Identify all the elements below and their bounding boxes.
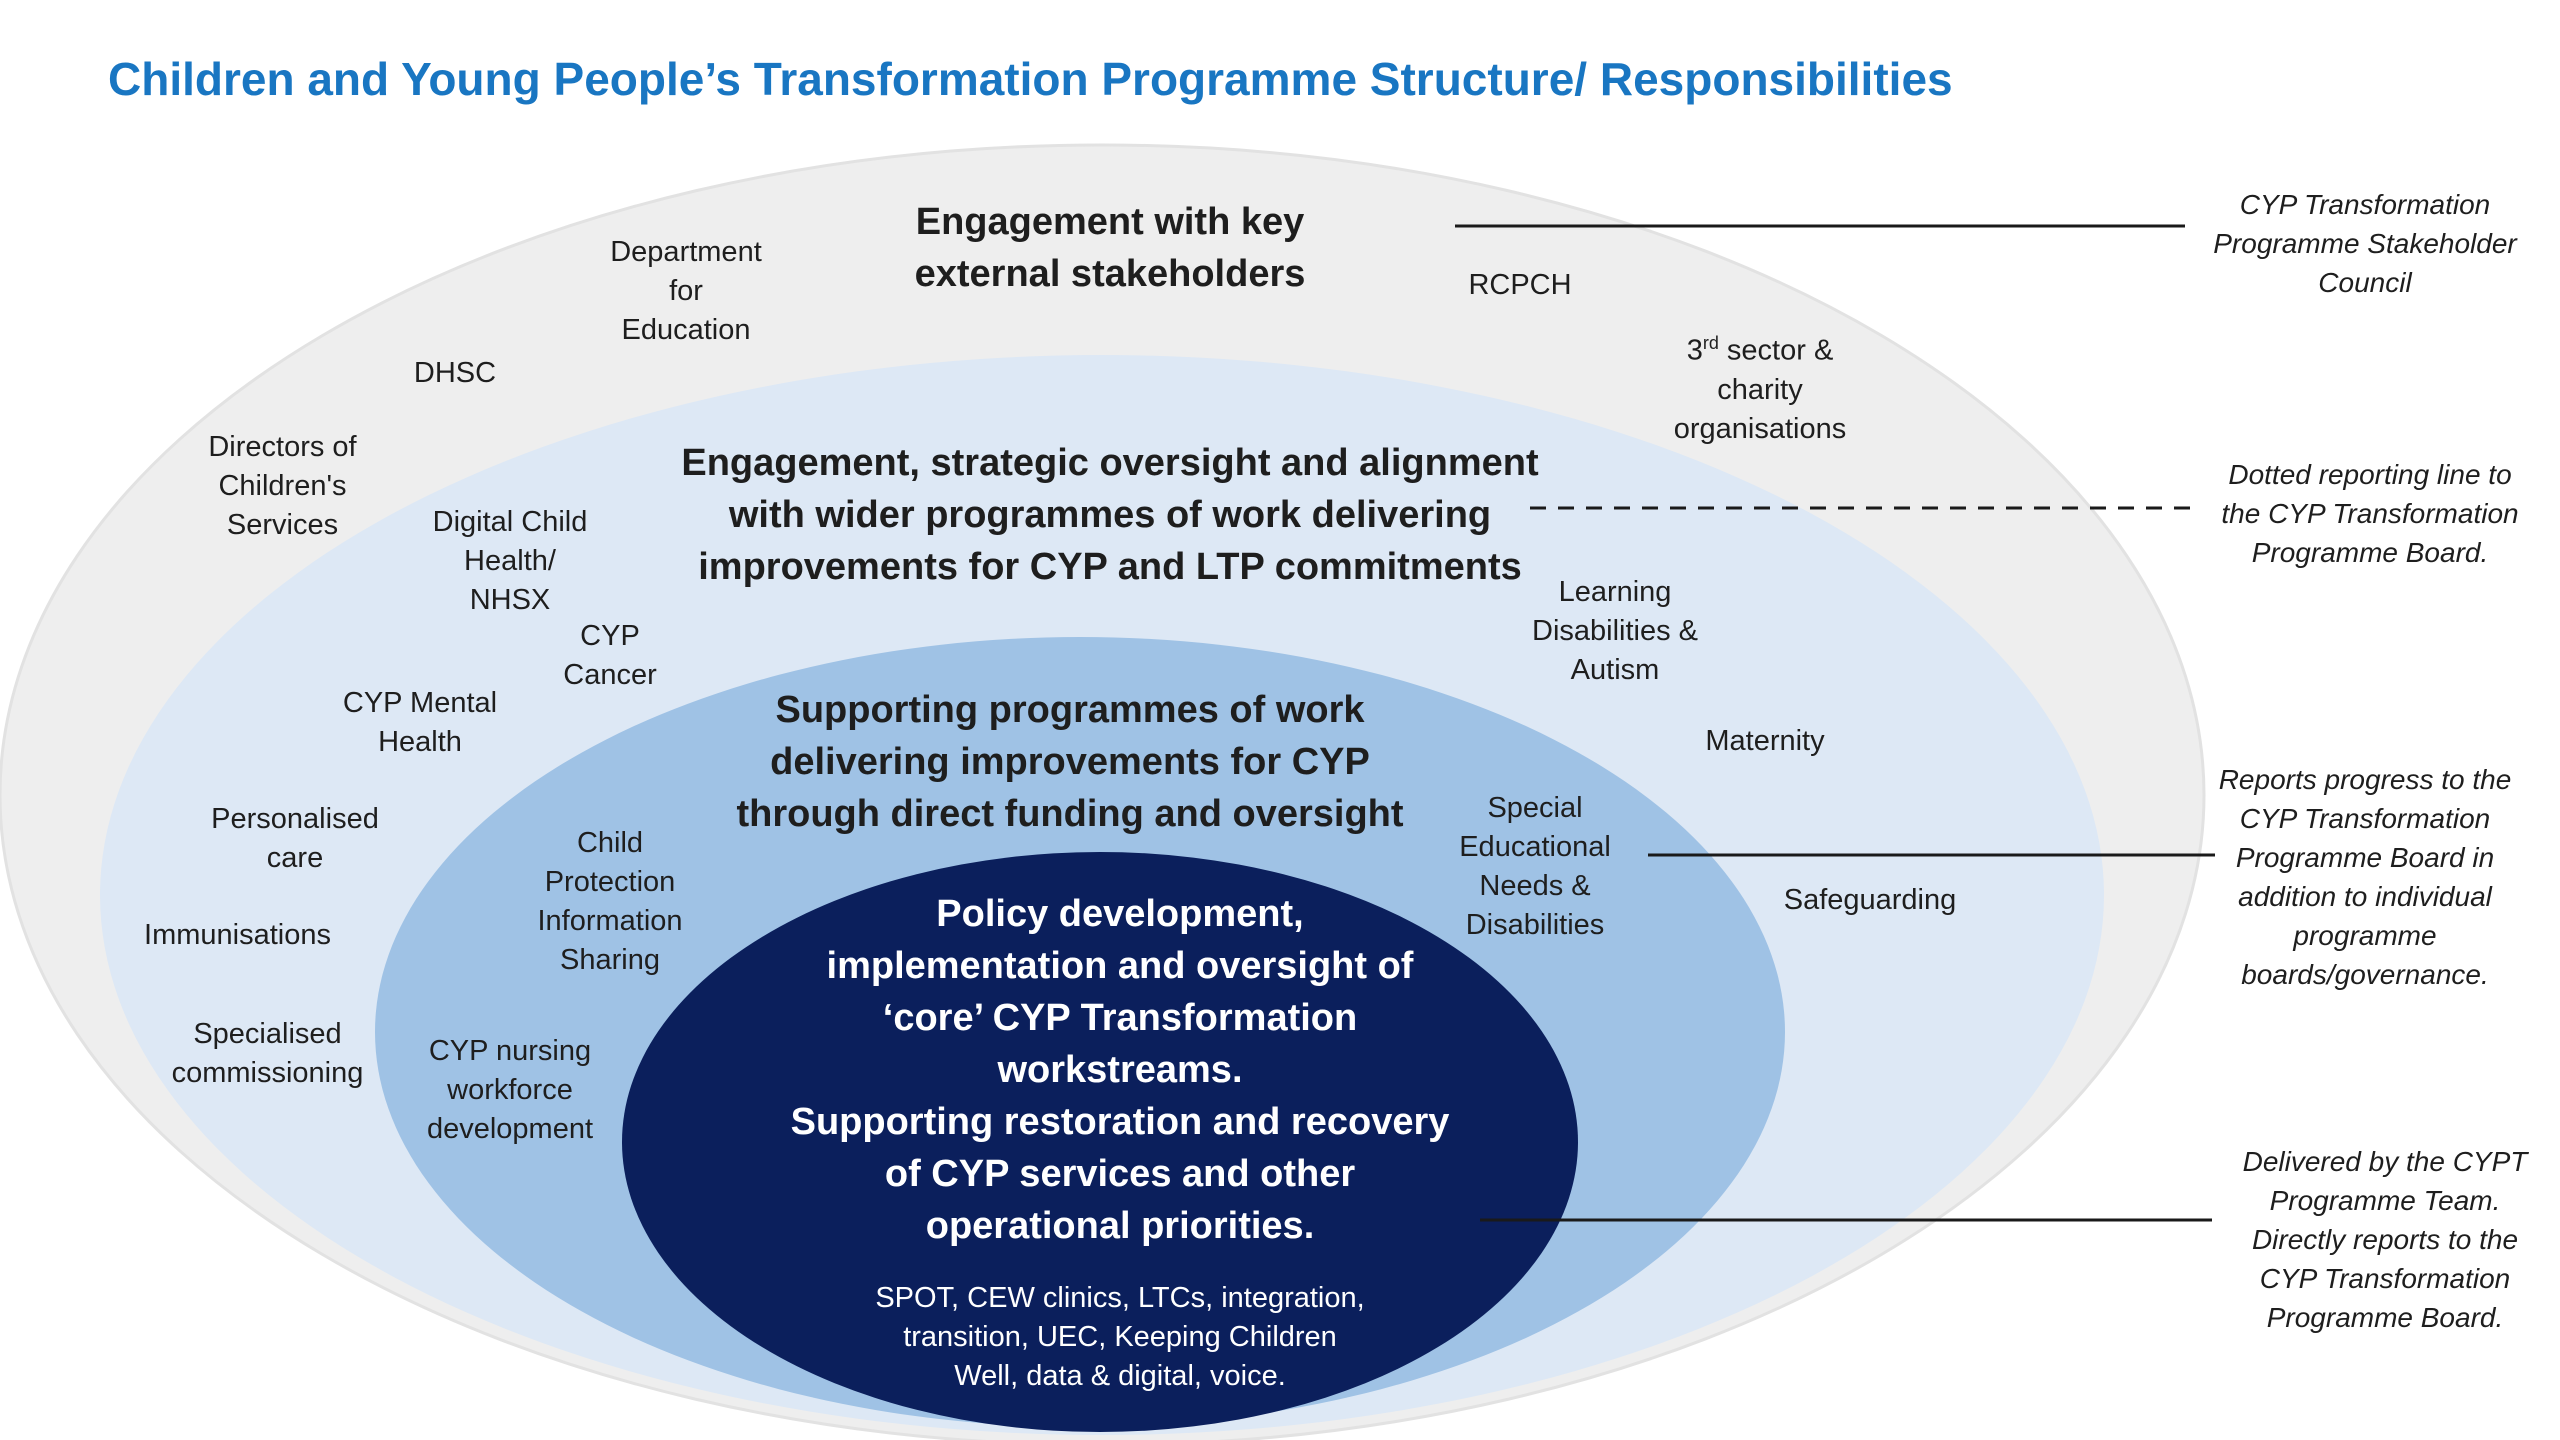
third-sector-rest: sector & charity organisations [1673,334,1847,445]
programme-send: Special Educational Needs & Disabilities [1459,792,1611,941]
third-sector-superscript: rd [1702,333,1719,353]
note-reports-progress: Reports progress to the CYP Transformati… [2218,764,2512,990]
programme-child-protection: Child Protection Information Sharing [537,827,683,976]
programme-ld-autism: Learning Disabilities & Autism [1532,576,1698,686]
programme-digital-child-health: Digital Child Health/ NHSX [432,506,588,616]
stakeholder-rcpch: RCPCH [1468,269,1572,301]
note-delivered-by: Delivered by the CYPT Programme Team. Di… [2242,1146,2528,1333]
core-ring [622,852,1578,1432]
programme-cyp-cancer: CYP Cancer [563,620,657,691]
third-sector-prefix: 3 [1686,334,1703,367]
programme-cyp-mental-health: CYP Mental Health [342,687,498,758]
stakeholder-personalised: Personalised care [211,803,379,874]
third-ring-heading: Supporting programmes of work delivering… [736,689,1404,835]
note-dotted-reporting-line: Dotted reporting line to the CYP Transfo… [2221,459,2519,568]
stakeholder-dcs: Directors of Children's Services [208,431,357,541]
note-stakeholder-council: CYP Transformation Programme Stakeholder… [2213,189,2517,298]
stakeholder-dfe: Department for Education [610,236,762,346]
stakeholder-immunisations: Immunisations [144,919,331,951]
programme-maternity: Maternity [1705,725,1825,757]
core-workstreams-list: SPOT, CEW clinics, LTCs, integration, tr… [875,1282,1365,1392]
stakeholder-specialised: Specialised commissioning [171,1018,364,1089]
programme-cyp-nursing: CYP nursing workforce development [426,1035,594,1145]
stakeholder-dhsc: DHSC [413,357,497,389]
second-ring-heading: Engagement, strategic oversight and alig… [681,442,1539,588]
stakeholder-safeguarding: Safeguarding [1783,884,1957,916]
page-title: Children and Young People’s Transformati… [108,53,1953,105]
stakeholder-third-sector: 3rd sector & charity organisations [1620,324,1900,449]
core-heading: Policy development, implementation and o… [790,893,1450,1247]
outer-ring-heading: Engagement with key external stakeholder… [914,201,1306,295]
